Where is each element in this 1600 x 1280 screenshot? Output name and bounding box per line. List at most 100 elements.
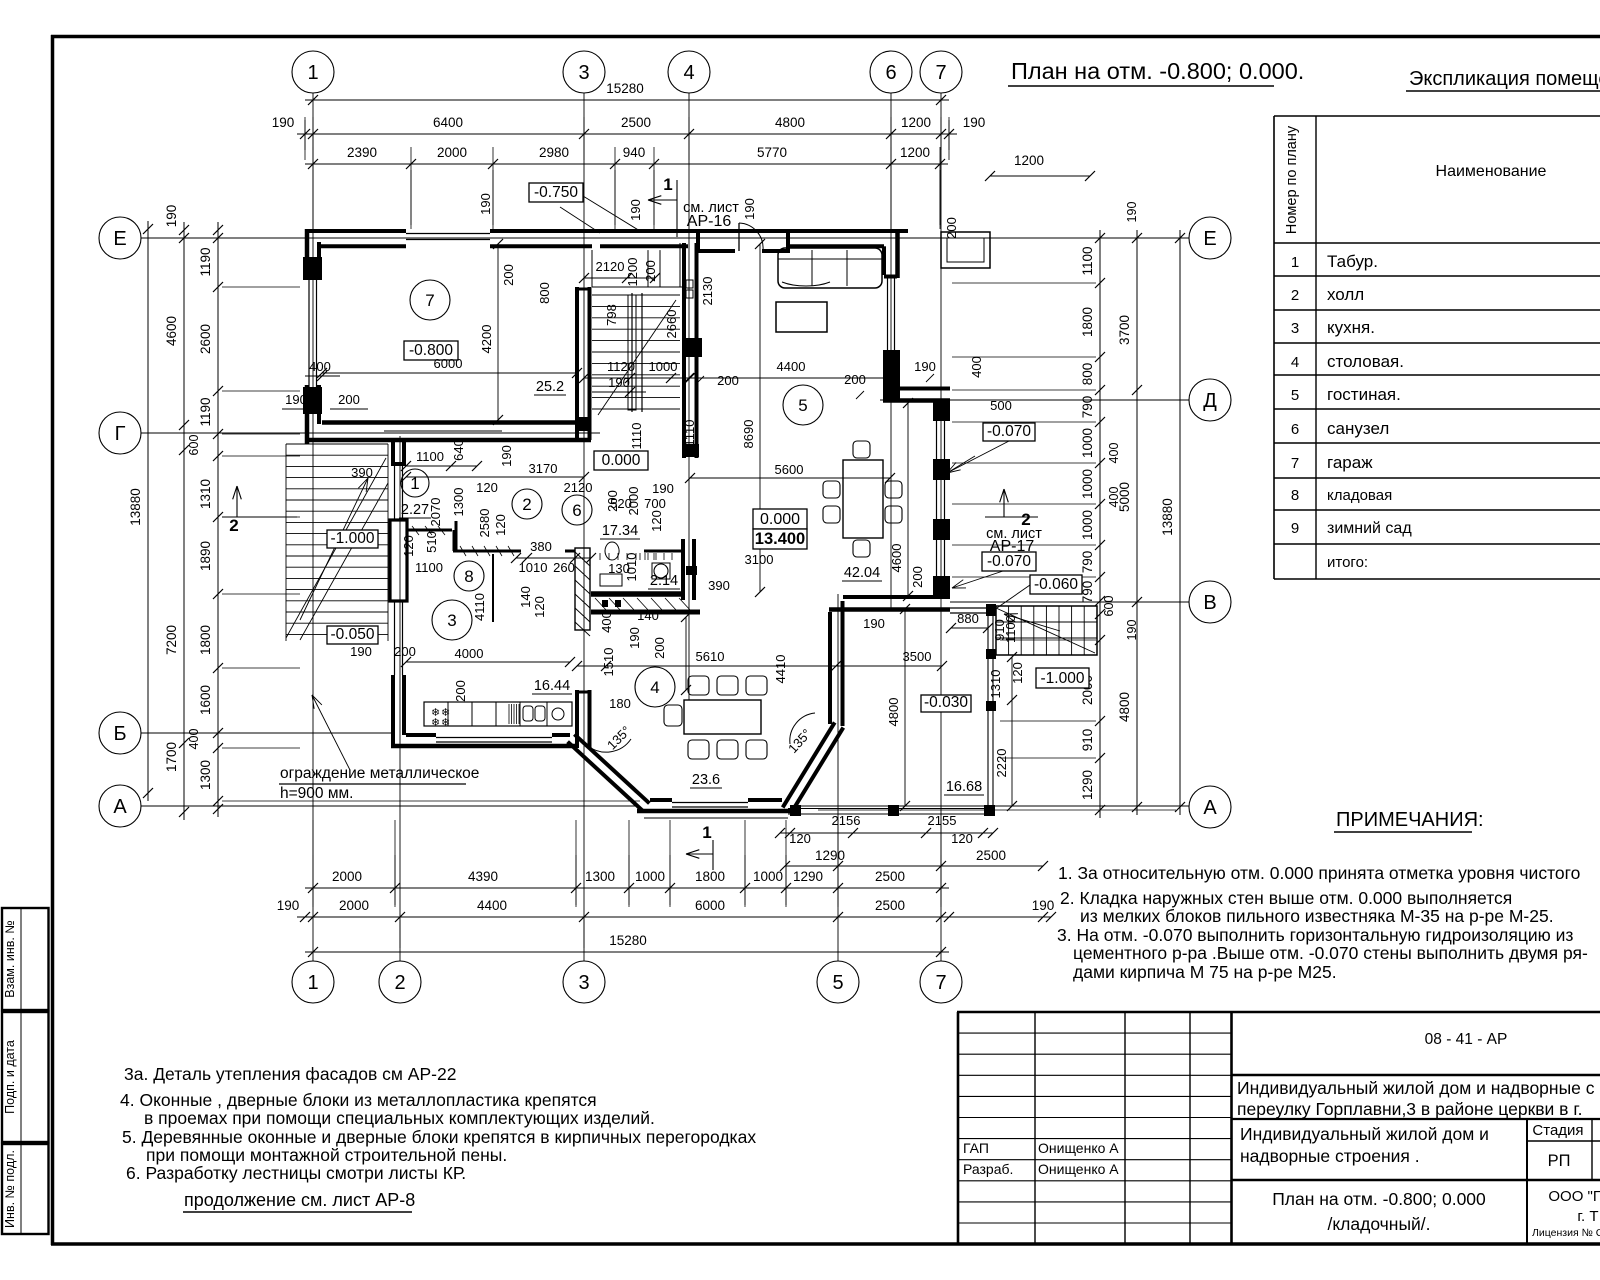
svg-text:1120: 1120 [607,359,635,374]
svg-text:надворные строения .: надворные строения . [1240,1146,1420,1166]
svg-text:190: 190 [914,359,936,374]
svg-text:880: 880 [957,611,979,626]
svg-text:кладовая: кладовая [1327,487,1392,504]
svg-text:3. На отм. -0.070 выполнить го: 3. На отм. -0.070 выполнить горизонтальн… [1057,925,1573,945]
svg-text:400: 400 [599,611,614,633]
svg-text:1300: 1300 [451,488,466,517]
svg-text:190: 190 [285,392,307,407]
svg-text:ПРИМЕЧАНИЯ:: ПРИМЕЧАНИЯ: [1336,809,1484,831]
svg-text:2390: 2390 [347,145,377,160]
svg-text:2660: 2660 [664,310,679,339]
svg-text:Онищенко А: Онищенко А [1038,1140,1119,1156]
svg-text:1890: 1890 [198,541,213,571]
svg-text:190: 190 [628,199,643,221]
svg-text:Индивидуальный жилой дом и: Индивидуальный жилой дом и [1240,1124,1489,1144]
svg-text:❄: ❄ [441,717,450,729]
svg-text:5: 5 [832,972,843,994]
svg-text:2070: 2070 [428,498,443,527]
svg-text:1310: 1310 [198,479,213,509]
svg-text:7: 7 [425,291,434,310]
svg-text:7: 7 [935,62,946,84]
svg-text:190: 190 [652,481,674,496]
svg-text:1800: 1800 [1080,307,1095,337]
svg-text:8690: 8690 [741,420,756,449]
svg-text:2.27: 2.27 [401,502,429,518]
svg-text:4: 4 [1291,354,1299,371]
svg-text:АР-16: АР-16 [687,213,732,230]
svg-text:1200: 1200 [901,115,931,130]
svg-text:Б: Б [113,723,126,745]
svg-text:15280: 15280 [609,933,647,948]
svg-text:3: 3 [1291,320,1299,337]
svg-text:4110: 4110 [472,593,487,621]
svg-text:дами кирпича М 75 на р-ре М25: дами кирпича М 75 на р-ре М25. [1073,962,1337,982]
svg-text:190: 190 [478,193,493,215]
svg-text:4. Оконные , дверные блоки из: 4. Оконные , дверные блоки из металлопла… [120,1090,597,1110]
svg-text:1100: 1100 [1080,246,1095,275]
svg-text:120: 120 [476,480,498,495]
svg-text:1000: 1000 [649,359,678,374]
svg-text:1190: 1190 [198,247,213,276]
svg-text:2: 2 [394,972,405,994]
svg-text:190: 190 [277,898,300,913]
svg-text:2000: 2000 [339,898,369,913]
svg-text:санузел: санузел [1327,419,1389,438]
svg-text:1000: 1000 [1080,510,1095,540]
svg-text:1290: 1290 [793,869,823,884]
svg-text:1110: 1110 [629,423,644,450]
svg-text:зимний сад: зимний сад [1327,520,1412,537]
svg-text:4600: 4600 [889,544,904,573]
svg-text:790: 790 [1080,581,1095,604]
svg-text:15280: 15280 [606,81,644,96]
svg-text:400: 400 [187,729,201,750]
svg-text:из мелких блоков пильного изве: из мелких блоков пильного известняка М-3… [1080,906,1554,926]
svg-text:7: 7 [935,972,946,994]
svg-text:В: В [1203,592,1216,614]
svg-text:-0.050: -0.050 [331,626,375,643]
svg-text:190: 190 [272,115,295,130]
svg-text:4390: 4390 [468,869,498,884]
svg-text:700: 700 [644,496,666,511]
svg-text:790: 790 [1080,551,1095,574]
svg-text:-0.030: -0.030 [924,694,968,711]
svg-text:5. Деревянные оконные и дверн: 5. Деревянные оконные и дверные блоки кр… [122,1127,756,1147]
svg-text:переулку Горплавни,3 в районе: переулку Горплавни,3 в районе церкви в г… [1237,1099,1582,1119]
svg-text:190: 190 [350,644,372,659]
svg-text:23.6: 23.6 [692,772,720,788]
svg-text:200: 200 [944,217,959,239]
svg-text:2: 2 [522,495,531,514]
svg-text:1100: 1100 [1003,615,1018,643]
svg-text:200: 200 [844,372,866,387]
svg-text:190: 190 [1032,898,1055,913]
svg-text:6000: 6000 [695,898,725,913]
svg-text:400: 400 [969,356,984,378]
svg-text:Е: Е [113,228,126,250]
svg-text:ГАП: ГАП [963,1140,989,1156]
svg-text:120: 120 [789,831,811,846]
svg-text:2500: 2500 [976,848,1006,863]
svg-text:190: 190 [1125,620,1139,641]
svg-text:Онищенко А: Онищенко А [1038,1161,1119,1177]
svg-text:1000: 1000 [1080,469,1095,499]
svg-text:4200: 4200 [479,325,494,354]
svg-text:25.2: 25.2 [536,379,564,395]
svg-text:А: А [113,796,127,818]
svg-text:120: 120 [493,514,508,536]
svg-text:1200: 1200 [625,258,640,287]
svg-text:см. лист: см. лист [986,526,1042,542]
svg-text:120: 120 [649,510,664,532]
svg-text:1600: 1600 [198,685,213,715]
svg-text:4410: 4410 [773,655,788,684]
svg-text:5610: 5610 [696,649,725,664]
svg-text:200: 200 [453,680,468,702]
svg-text:3а. Деталь утепления фасадов с: 3а. Деталь утепления фасадов см АР-22 [124,1064,456,1084]
svg-text:-1.000: -1.000 [1041,670,1085,687]
svg-text:400: 400 [309,359,331,374]
svg-text:1000: 1000 [753,869,783,884]
svg-text:190: 190 [499,445,514,467]
svg-text:200: 200 [643,260,658,282]
svg-text:гараж: гараж [1327,453,1373,472]
svg-text:см. лист: см. лист [683,200,739,216]
svg-text:940: 940 [623,145,646,160]
svg-text:гостиная.: гостиная. [1327,385,1401,404]
